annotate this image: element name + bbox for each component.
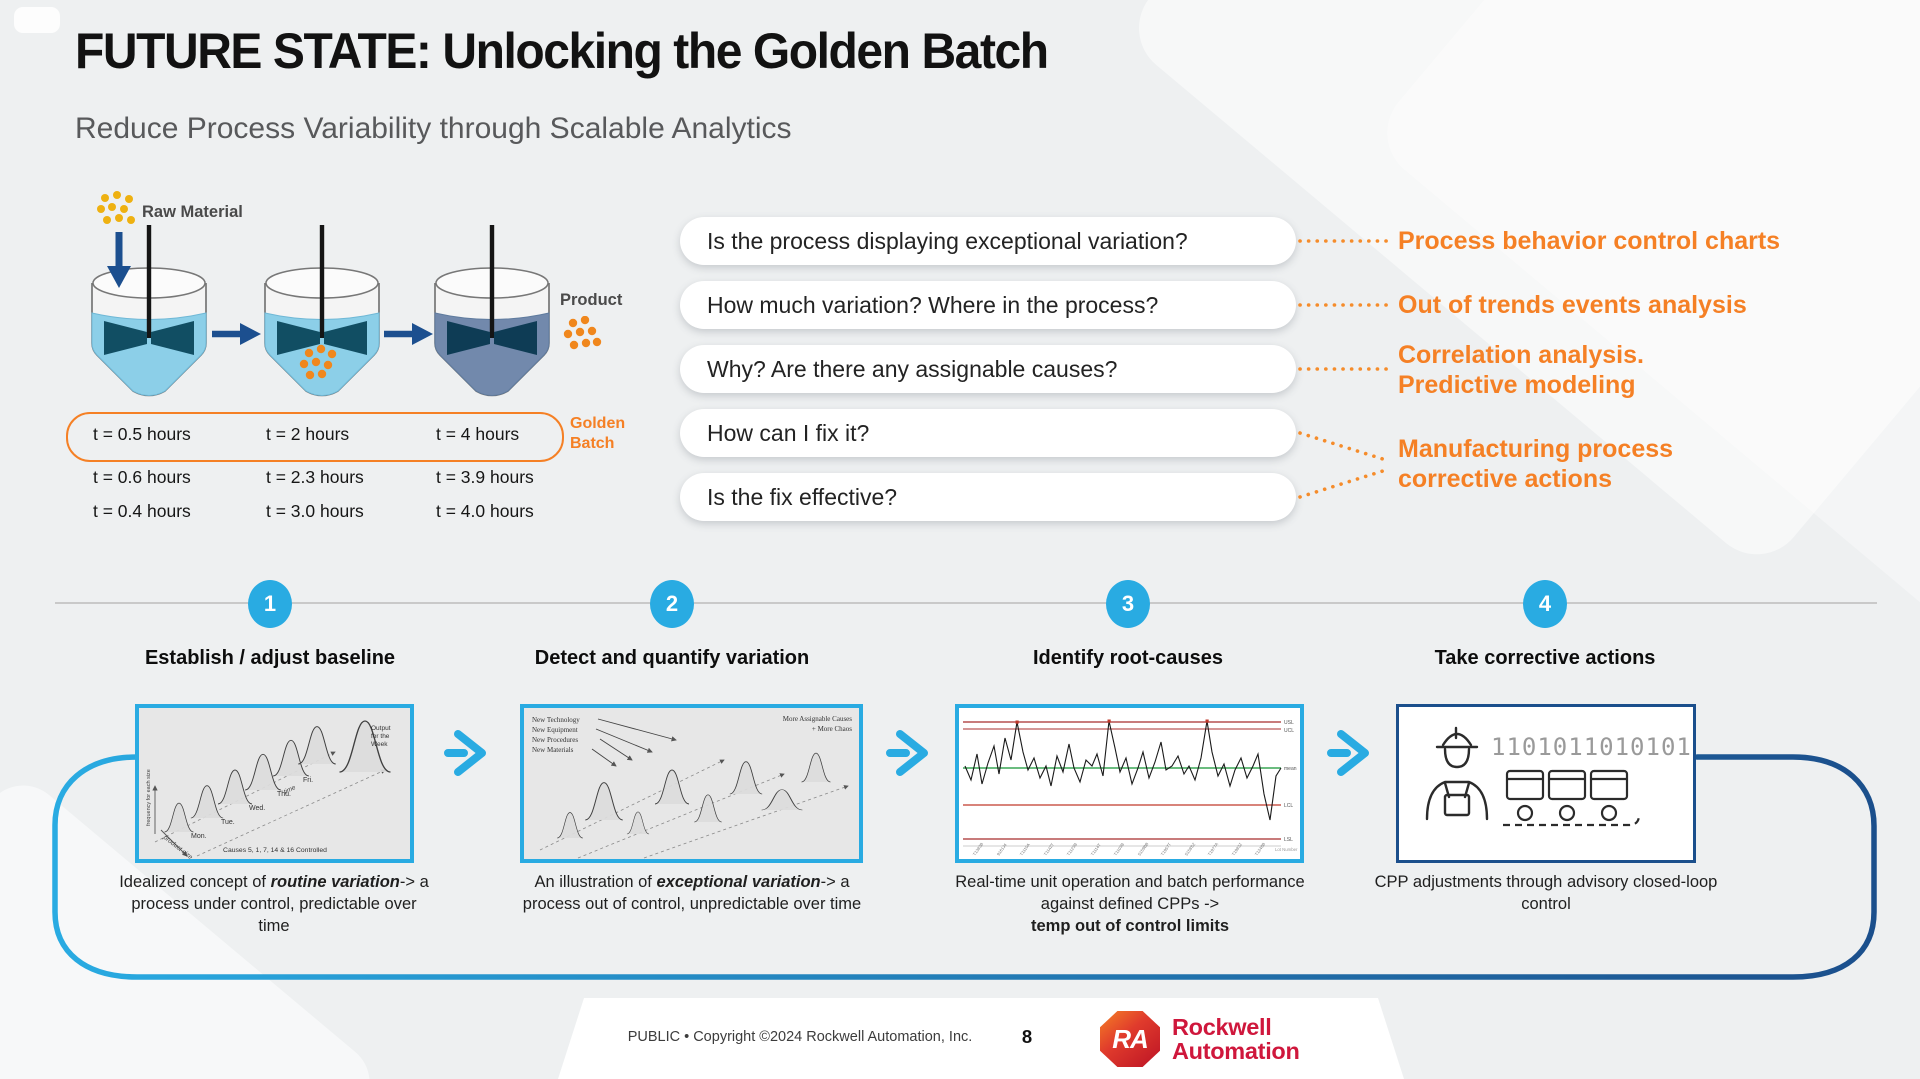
svg-text:for the: for the [371,733,390,740]
svg-text:T1142T: T1142T [1043,842,1055,857]
step-4-number: 4 [1523,580,1567,628]
footer-plate [558,998,1404,1079]
svg-text:9161J4: 9161J4 [996,842,1008,857]
dotted-connectors-icon [1298,239,1392,499]
page-subtitle: Reduce Process Variability through Scala… [75,112,792,145]
svg-text:5159BB: 5159BB [1137,841,1150,856]
svg-text:Output: Output [371,725,391,732]
svg-text:Fri.: Fri. [303,777,313,784]
background-shape [14,7,60,33]
time-value: t = 4 hours [436,424,520,444]
rockwell-logo-badge: RA [1100,1011,1160,1067]
time-value: t = 2.3 hours [266,467,364,487]
svg-text:+ More Chaos: + More Chaos [812,725,852,733]
page-number: 8 [1021,1026,1033,1047]
answer-control-charts: Process behavior control charts [1398,227,1781,255]
question-pill-4: How can I fix it? [680,409,1296,457]
svg-text:Mon.: Mon. [191,833,207,840]
step-1-title: Establish / adjust baseline [144,647,396,669]
svg-text:T1110A: T1110A [1019,842,1031,857]
divider-line [55,602,1877,604]
svg-text:Wed.: Wed. [249,805,265,812]
svg-text:LCL: LCL [1284,803,1293,809]
step-1-image: Mon. Tue. Wed. Thu. Fri. frequency for e… [135,704,414,863]
step-1-caption: Idealized concept of routine variation->… [119,873,429,935]
feed-arrow-icon [107,232,131,288]
svg-text:T1983Z: T1983Z [1231,842,1244,857]
product-dots-icon [563,316,602,350]
time-value: t = 3.0 hours [266,501,364,521]
question-pill-2: How much variation? Where in the process… [680,281,1296,329]
svg-text:Week: Week [371,741,388,748]
svg-text:New Procedures: New Procedures [532,736,578,744]
product-label: Product [560,291,623,309]
footer-copyright: PUBLIC • Copyright ©2024 Rockwell Automa… [627,1029,973,1045]
answer-corrective-actions: Manufacturing process corrective actions [1398,435,1674,493]
svg-text:New Technology: New Technology [532,716,580,724]
step-4-caption: CPP adjustments through advisory closed-… [1374,873,1718,913]
step-3-number: 3 [1106,580,1150,628]
golden-batch-highlight-box [66,412,564,462]
svg-text:product size: product size [161,833,194,859]
step-2-image: New Technology New Equipment New Procedu… [520,704,863,863]
question-pill-5: Is the fix effective? [680,473,1296,521]
step-2-number: 2 [650,580,694,628]
step-3-image: USL UCL mean LCL LSL Lot Number T1383B 9… [955,704,1304,863]
page-title: FUTURE STATE: Unlocking the Golden Batch [75,23,1049,79]
svg-text:frequency for each size: frequency for each size [146,769,152,826]
question-pill-3: Why? Are there any assignable causes? [680,345,1296,393]
svg-text:T1957T: T1957T [1160,842,1173,857]
svg-text:New Equipment: New Equipment [532,726,578,734]
svg-text:T1103B: T1103B [1113,842,1125,857]
svg-text:LSL: LSL [1284,837,1293,843]
golden-batch-label: Golden Batch [570,415,626,452]
svg-text:11010110101010: 11010110101010 [1491,733,1693,761]
time-value: t = 0.6 hours [93,467,191,487]
rockwell-logo-text: Rockwell Automation [1172,1014,1300,1064]
svg-text:T1114T: T1114T [1090,842,1102,857]
time-value: t = 4.0 hours [436,501,534,521]
step-2-caption: An illustration of exceptional variation… [522,873,862,913]
next-step-arrow-icon [444,730,486,776]
tank-3 [434,225,550,397]
time-value: t = 0.5 hours [93,424,191,444]
operator-conveyor-icon: 11010110101010 [1425,726,1706,827]
svg-text:T1248B: T1248B [1254,842,1267,857]
svg-text:UCL: UCL [1284,728,1294,734]
svg-text:5158SZ: 5158SZ [1184,841,1197,856]
step-4-title: Take corrective actions [1434,647,1656,669]
svg-text:Lot Number: Lot Number [1275,847,1298,852]
product-dots-in-tank-icon [299,344,337,380]
svg-text:Causes 5, 1, 7, 14 & 16 Contro: Causes 5, 1, 7, 14 & 16 Controlled [223,847,327,854]
svg-text:T1123B: T1123B [1066,842,1078,857]
step-3-caption: Real-time unit operation and batch perfo… [955,873,1305,935]
next-step-arrow-icon [886,730,928,776]
next-step-arrow-icon [1327,730,1369,776]
raw-material-dots-icon [97,191,135,224]
tank-2 [264,225,380,397]
time-value: t = 3.9 hours [436,467,534,487]
step-3-title: Identify root-causes [1032,647,1224,669]
svg-text:New Materials: New Materials [532,746,574,754]
svg-text:More Assignable Causes: More Assignable Causes [783,715,852,723]
svg-text:T1383B: T1383B [972,842,985,857]
step-1-number: 1 [248,580,292,628]
svg-text:Tue.: Tue. [221,819,235,826]
svg-text:T1977A: T1977A [1207,842,1220,857]
step-4-image: 11010110101010 [1396,704,1706,863]
time-value: t = 0.4 hours [93,501,191,521]
flow-arrow-icon [384,323,433,345]
svg-text:mean: mean [1284,766,1297,772]
time-value: t = 2 hours [266,424,350,444]
raw-material-label: Raw Material [142,203,243,221]
question-pill-1: Is the process displaying exceptional va… [680,217,1296,265]
answer-correlation: Correlation analysis. Predictive modelin… [1398,341,1644,399]
step-2-title: Detect and quantify variation [534,647,810,669]
answer-trends-analysis: Out of trends events analysis [1398,291,1747,319]
svg-text:USL: USL [1284,720,1294,726]
flow-arrow-icon [212,323,261,345]
tank-1 [91,225,207,397]
